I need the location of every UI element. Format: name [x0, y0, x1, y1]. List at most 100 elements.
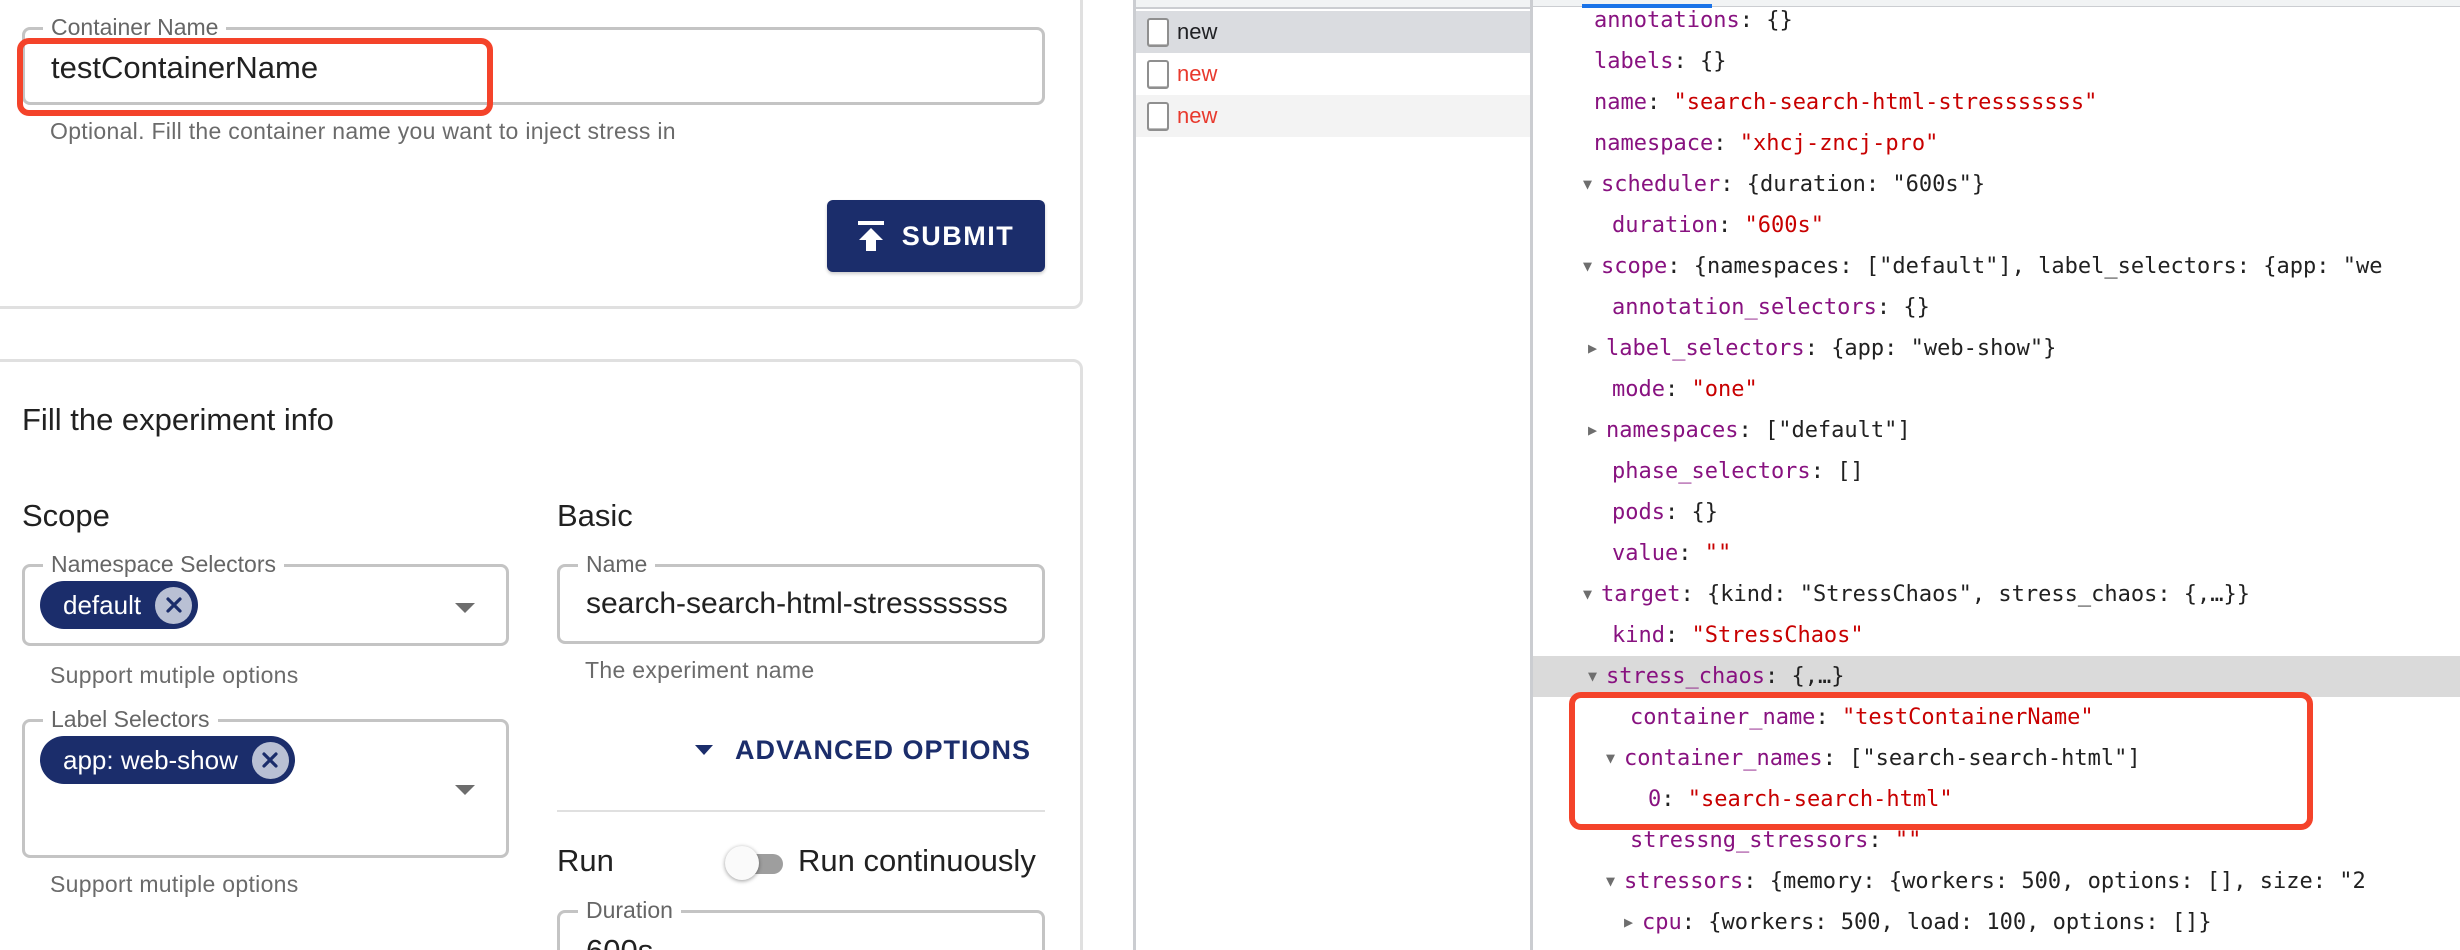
payload-line[interactable]: ▼stressors: {memory: {workers: 500, opti… — [1606, 861, 2366, 902]
publish-upload-icon — [857, 221, 884, 251]
payload-key: namespace — [1594, 131, 1714, 156]
payload-key: phase_selectors — [1612, 459, 1811, 484]
namespace-selectors-label: Namespace Selectors — [43, 551, 284, 577]
payload-line[interactable]: ▶namespaces: ["default"] — [1588, 410, 1911, 451]
expand-triangle-icon[interactable]: ▶ — [1588, 339, 1598, 357]
payload-colon: : — [1720, 172, 1747, 197]
submit-button[interactable]: SUBMIT — [827, 200, 1045, 272]
payload-line: ▼phase_selectors: [] — [1606, 451, 1864, 492]
duration-input[interactable]: 600s — [586, 933, 653, 950]
network-request-row[interactable]: new — [1136, 11, 1530, 53]
label-chip-app-web-show[interactable]: app: web-show — [40, 736, 295, 784]
chip-remove-icon[interactable] — [251, 741, 289, 779]
details-tabbar — [1533, 0, 2460, 7]
payload-colon: : — [1876, 295, 1904, 320]
dropdown-arrow-icon[interactable] — [455, 785, 475, 795]
payload-colon: : — [1664, 500, 1692, 525]
expand-triangle-icon[interactable]: ▶ — [1624, 913, 1634, 931]
chaos-experiment-form: Container Name testContainerName Optiona… — [0, 0, 1133, 950]
advanced-options-label: ADVANCED OPTIONS — [735, 734, 1032, 765]
namespace-chip-default[interactable]: default — [40, 581, 199, 629]
payload-value: "600s" — [1744, 213, 1824, 238]
payload-line: ▼pods: {} — [1606, 492, 1718, 533]
payload-line[interactable]: ▼ stress_chaos: {,…} — [1533, 656, 2460, 697]
collapse-triangle-icon[interactable]: ▼ — [1606, 749, 1616, 767]
payload-line[interactable]: ▼scheduler: {duration: "600s"} — [1583, 164, 1985, 205]
payload-value: "testContainerName" — [1841, 705, 2094, 730]
payload-line[interactable]: ▶label_selectors: {app: "web-show"} — [1588, 328, 2056, 369]
payload-value: {namespaces: ["default"], label_selector… — [1693, 254, 2383, 279]
chip-remove-icon[interactable] — [155, 586, 193, 624]
payload-line: ▼labels: {} — [1588, 41, 1726, 82]
network-request-row[interactable]: new — [1136, 53, 1530, 95]
expand-triangle-icon[interactable]: ▶ — [1588, 421, 1598, 439]
payload-key: annotations — [1594, 8, 1740, 33]
container-name-input[interactable]: testContainerName — [51, 50, 319, 85]
request-name: new — [1177, 103, 1218, 128]
payload-colon: : — [1713, 131, 1740, 156]
collapse-triangle-icon[interactable]: ▼ — [1583, 585, 1593, 603]
payload-colon: : — [1680, 582, 1707, 607]
experiment-name-input[interactable]: search-search-html-stresssssss — [586, 587, 1008, 620]
payload-key: container_name — [1630, 705, 1816, 730]
payload-key: mode — [1612, 377, 1665, 402]
payload-line: ▼mode: "one" — [1606, 369, 1758, 410]
payload-key: value — [1612, 541, 1679, 566]
experiment-name-label: Name — [578, 551, 656, 577]
dropdown-arrow-icon[interactable] — [455, 603, 475, 613]
payload-value: "search-search-html" — [1687, 787, 1953, 812]
namespace-selectors-field[interactable]: Namespace Selectors default — [22, 551, 509, 646]
payload-line[interactable]: ▼container_names: ["search-search-html"] — [1606, 738, 2141, 779]
payload-value: {kind: "StressChaos", stress_chaos: {,…}… — [1706, 582, 2251, 607]
payload-line: ▼annotation_selectors: {} — [1606, 287, 1930, 328]
request-type-icon — [1147, 101, 1169, 131]
run-continuously-toggle[interactable] — [725, 846, 785, 882]
experiment-name-field[interactable]: Name search-search-html-stresssssss — [557, 551, 1045, 644]
collapse-triangle-icon[interactable]: ▼ — [1588, 667, 1598, 685]
chip-label: default — [63, 589, 142, 620]
payload-key: labels — [1594, 49, 1674, 74]
payload-key: container_names — [1624, 746, 1823, 771]
payload-line[interactable]: ▼ target: {kind: "StressChaos", stress_ch… — [1583, 574, 2250, 615]
payload-key: namespaces — [1606, 418, 1739, 443]
label-selectors-helper: Support mutiple options — [50, 871, 299, 897]
payload-value: {,…} — [1791, 664, 1845, 689]
payload-line[interactable]: ▼scope: {namespaces: ["default"], label_… — [1583, 246, 2382, 287]
collapse-triangle-icon[interactable]: ▼ — [1606, 872, 1616, 890]
container-name-helper: Optional. Fill the container name you wa… — [50, 118, 676, 144]
basic-title: Basic — [557, 498, 633, 533]
payload-value: {} — [1699, 49, 1727, 74]
payload-key: stress_chaos — [1606, 664, 1765, 689]
payload-key: pods — [1612, 500, 1665, 525]
collapse-triangle-icon[interactable]: ▼ — [1583, 257, 1593, 275]
run-continuously-label: Run continuously — [798, 843, 1036, 878]
devtools-resize-handle[interactable] — [1133, 0, 1136, 950]
payload-colon: : — [1681, 910, 1709, 935]
payload-line: ▼namespace: "xhcj-zncj-pro" — [1588, 123, 1938, 164]
network-request-row[interactable]: new — [1136, 95, 1530, 137]
request-type-icon — [1147, 17, 1169, 47]
payload-key: label_selectors — [1606, 336, 1805, 361]
payload-key: target — [1601, 582, 1681, 607]
network-request-list: new new new — [1136, 0, 1530, 950]
divider — [557, 810, 1045, 812]
payload-value: [] — [1837, 459, 1864, 484]
panel-divider[interactable] — [1530, 0, 1533, 950]
payload-colon: : — [1764, 664, 1792, 689]
payload-line[interactable]: ▶cpu: {workers: 500, load: 100, options:… — [1624, 902, 2212, 943]
duration-field[interactable]: Duration 600s — [557, 897, 1045, 950]
container-name-field[interactable]: Container Name testContainerName — [22, 14, 1045, 105]
payload-line: ▼value: "" — [1606, 533, 1731, 574]
payload-value: {} — [1903, 295, 1930, 320]
network-list-header — [1136, 0, 1530, 9]
collapse-triangle-icon[interactable]: ▼ — [1583, 175, 1593, 193]
label-selectors-field[interactable]: Label Selectors app: web-show — [22, 706, 509, 858]
payload-colon: : — [1810, 459, 1838, 484]
payload-colon: : — [1739, 8, 1767, 33]
active-tab-indicator — [1582, 4, 1712, 8]
advanced-options-button[interactable]: ADVANCED OPTIONS — [695, 730, 1031, 770]
duration-label: Duration — [578, 897, 681, 923]
payload-value: {workers: 500, load: 100, options: []} — [1708, 910, 2212, 935]
payload-key: duration — [1612, 213, 1718, 238]
payload-colon: : — [1664, 377, 1692, 402]
